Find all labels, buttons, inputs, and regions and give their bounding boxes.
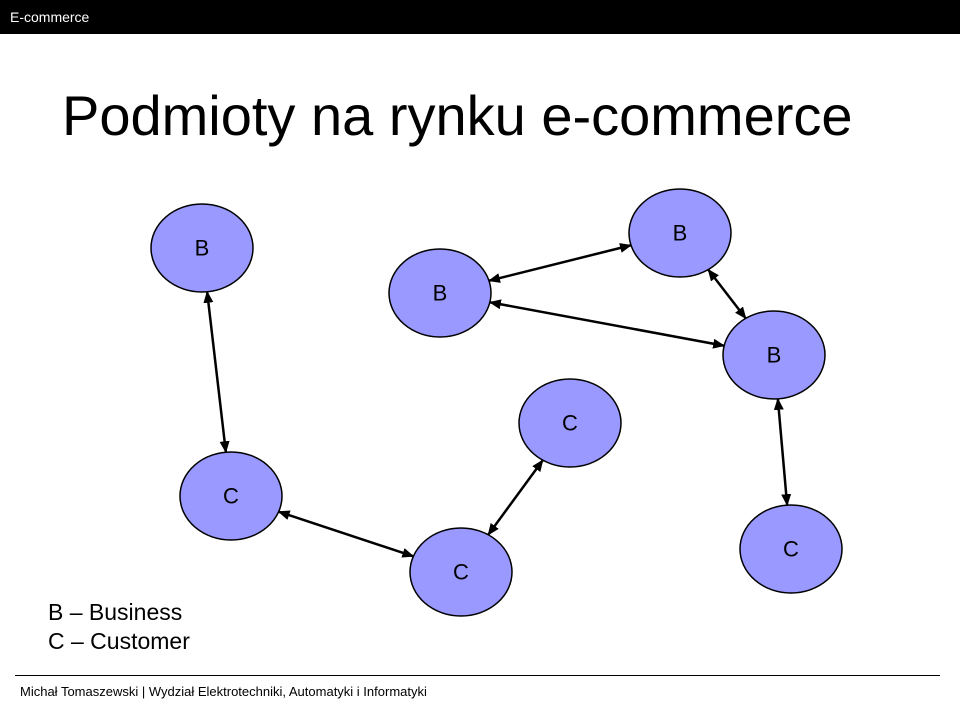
edge-b1-c2 xyxy=(203,290,230,454)
legend-business: B – Business xyxy=(48,599,183,625)
node-label: B xyxy=(195,236,210,261)
footer-text: Michał Tomaszewski | Wydział Elektrotech… xyxy=(20,684,427,699)
node-circle xyxy=(179,451,283,541)
course-title: E-commerce xyxy=(10,9,90,25)
node-c3: C xyxy=(409,527,513,617)
legend: B – Business C – Customer xyxy=(48,598,190,656)
footer-divider xyxy=(15,675,940,676)
node-circle xyxy=(518,378,622,468)
edge-c3-c1 xyxy=(487,459,544,536)
edge-b3-b4 xyxy=(707,268,747,320)
nodes-layer: B B B B C C C C xyxy=(150,188,843,617)
node-label: C xyxy=(223,484,239,509)
edge-c2-c3 xyxy=(277,510,415,558)
node-label: B xyxy=(767,343,782,368)
node-b2: B xyxy=(388,248,492,338)
page-title: Podmioty na rynku e-commerce xyxy=(62,84,853,147)
node-circle xyxy=(388,248,492,338)
node-c1: C xyxy=(518,378,622,468)
header-bar: E-commerce xyxy=(0,0,960,34)
node-circle xyxy=(739,504,843,594)
legend-customer: C – Customer xyxy=(48,628,190,654)
node-c4: C xyxy=(739,504,843,594)
edges-layer xyxy=(203,243,792,558)
node-b3: B xyxy=(628,188,732,278)
node-circle xyxy=(150,203,254,293)
edge-b2-b4 xyxy=(488,299,726,349)
node-c2: C xyxy=(179,451,283,541)
node-circle xyxy=(628,188,732,278)
node-label: C xyxy=(453,560,469,585)
node-label: B xyxy=(673,221,688,246)
edge-b4-c4 xyxy=(773,397,792,507)
node-circle xyxy=(722,310,826,400)
node-b4: B xyxy=(722,310,826,400)
node-label: C xyxy=(562,411,578,436)
node-label: B xyxy=(433,281,448,306)
node-b1: B xyxy=(150,203,254,293)
node-label: C xyxy=(783,537,799,562)
edge-b2-b3 xyxy=(488,243,632,283)
node-circle xyxy=(409,527,513,617)
